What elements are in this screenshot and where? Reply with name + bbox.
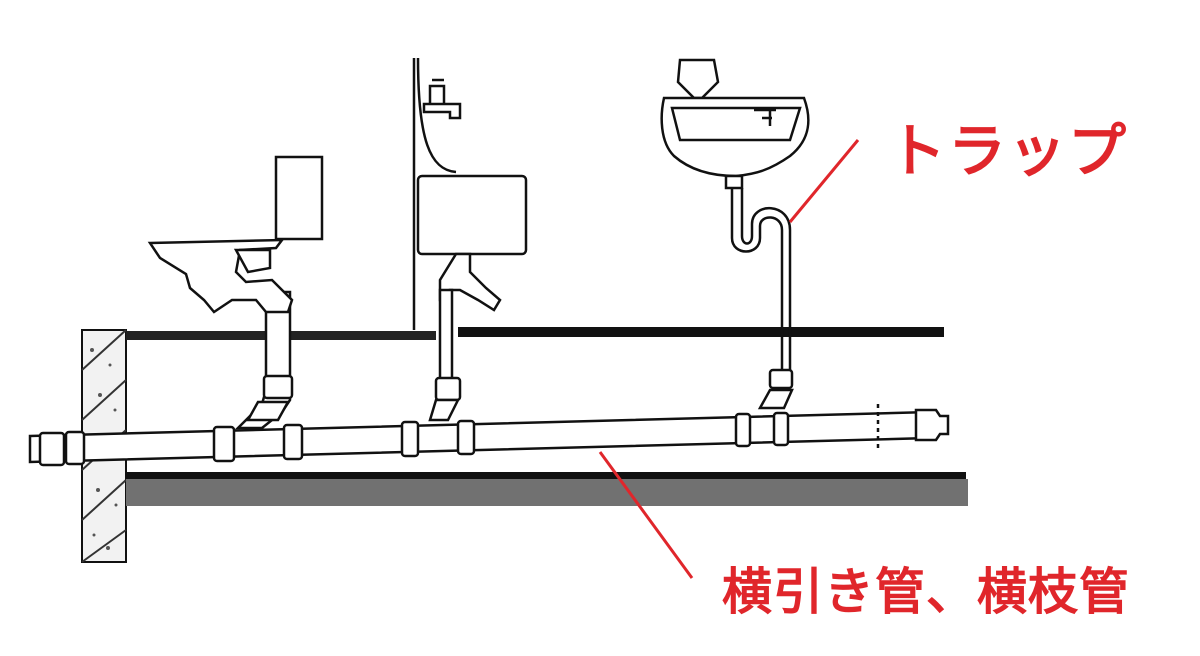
washbasin-trap: [730, 188, 792, 370]
horizontal-branch-pipe-label: 横引き管、横枝管: [722, 563, 1130, 621]
annotation-lines: [598, 139, 860, 579]
faucet-icon: [422, 78, 462, 120]
washbasin-icon: [660, 58, 810, 190]
flush-tank-icon: [412, 57, 528, 422]
toilet-icon: [147, 155, 324, 314]
floor-slab: [126, 472, 968, 506]
upper-floor: [126, 327, 944, 340]
washbasin-drain: [757, 368, 794, 410]
horizontal-pipe: [28, 404, 950, 467]
trap-label: トラップ: [888, 117, 1129, 185]
toilet-drain: [234, 290, 294, 430]
